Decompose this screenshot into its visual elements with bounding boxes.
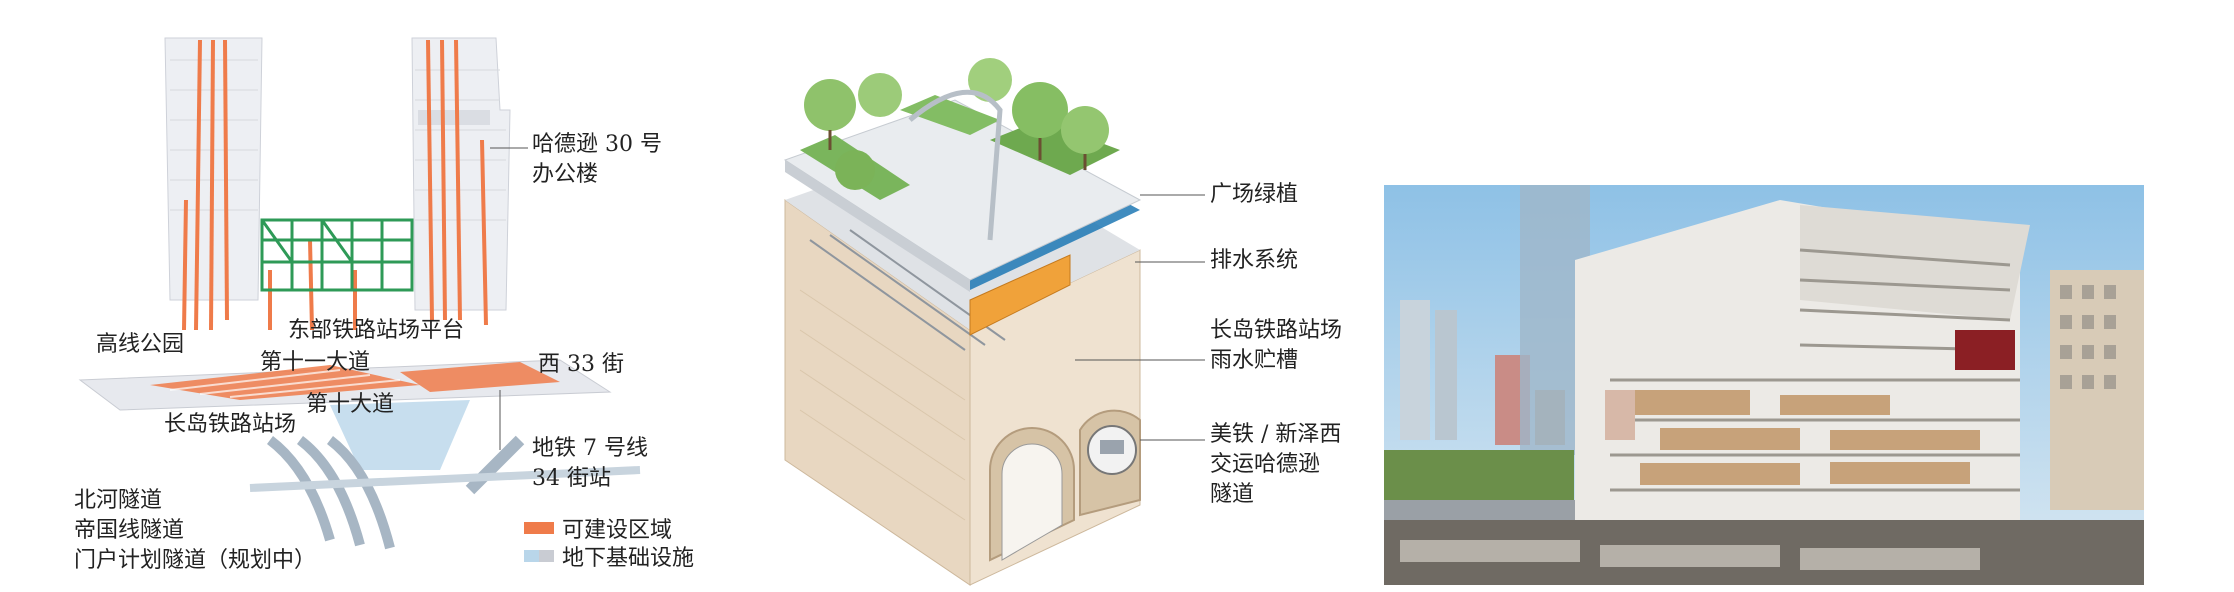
label-long-island-rail-yard: 长岛铁路站场 bbox=[164, 412, 297, 437]
label-tunnels: 北河隧道 帝国线隧道 门户计划隧道（规划中） bbox=[74, 488, 317, 573]
rainwater-cistern bbox=[969, 254, 1071, 336]
underground-infrastructure bbox=[249, 400, 641, 550]
legend-underground-infrastructure: 地下基础设施 bbox=[524, 540, 694, 572]
label-eleventh-avenue: 第十一大道 bbox=[260, 350, 371, 375]
plaza-canopy bbox=[908, 89, 1003, 241]
label-plaza-greenery: 广场绿植 bbox=[1210, 182, 1299, 207]
legend-label: 地下基础设施 bbox=[562, 546, 695, 571]
site-diagram-illustration bbox=[78, 37, 641, 550]
plaza-trees bbox=[804, 58, 1109, 190]
building-rendering-panel bbox=[1360, 0, 2234, 592]
label-rainwater-cistern: 长岛铁路站场 雨水贮槽 bbox=[1210, 318, 1343, 373]
right-building bbox=[2050, 270, 2144, 510]
legend-buildable-area: 可建设区域 bbox=[524, 512, 672, 544]
label-subway-7-line: 地铁 7 号线 34 街站 bbox=[532, 436, 648, 491]
buildable-columns bbox=[182, 39, 488, 331]
ground-deck bbox=[78, 359, 612, 411]
plaza-cutaway-panel: 广场绿植 排水系统 长岛铁路站场 雨水贮槽 美铁 / 新泽西 交运哈德逊 隧道 bbox=[740, 0, 1360, 592]
building-cutaway-photo bbox=[1384, 185, 2144, 585]
label-west-33rd-street: 西 33 街 bbox=[538, 352, 624, 377]
plaza-cutaway-illustration bbox=[783, 58, 1205, 586]
main-building bbox=[1575, 200, 2030, 520]
platform-truss bbox=[260, 218, 414, 292]
label-hudson-tunnel: 美铁 / 新泽西 交运哈德逊 隧道 bbox=[1210, 422, 1342, 507]
legend-swatch-blue-gray bbox=[524, 550, 554, 562]
label-drainage-system: 排水系统 bbox=[1210, 248, 1299, 273]
label-high-line: 高线公园 bbox=[96, 332, 185, 357]
hudson-tunnels bbox=[989, 409, 1141, 562]
label-tenth-avenue: 第十大道 bbox=[306, 392, 395, 417]
site-diagram-panel: 哈德逊 30 号 办公楼 高线公园 东部铁路站场平台 第十一大道 西 33 街 … bbox=[0, 0, 740, 592]
legend-label: 可建设区域 bbox=[562, 518, 673, 543]
label-30-hudson-yards: 哈德逊 30 号 办公楼 bbox=[532, 132, 662, 187]
label-eastern-rail-yard-platform: 东部铁路站场平台 bbox=[288, 318, 465, 343]
legend-swatch-orange bbox=[524, 522, 554, 534]
